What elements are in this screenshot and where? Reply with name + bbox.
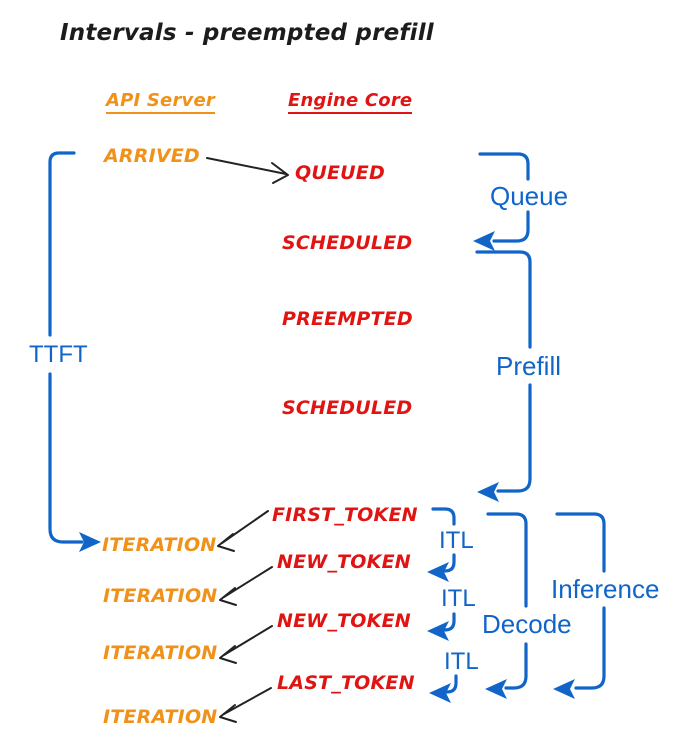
event-iteration-2: ITERATION <box>103 585 218 607</box>
column-header-engine-core: Engine Core <box>288 91 413 114</box>
interval-label-decode: Decode <box>479 610 575 639</box>
event-last-token: LAST_TOKEN <box>277 672 415 694</box>
arrow-first-token-to-iteration <box>217 510 269 552</box>
event-new-token-2: NEW_TOKEN <box>277 610 411 632</box>
itl-bracket-3 <box>429 674 458 703</box>
interval-label-itl-3: ITL <box>441 649 482 674</box>
event-arrived: ARRIVED <box>104 145 200 167</box>
inference-arrowhead-icon <box>553 679 575 699</box>
event-iteration-3: ITERATION <box>103 642 218 664</box>
interval-label-queue: Queue <box>487 182 572 211</box>
arrow-new-token-to-iteration <box>219 566 273 606</box>
interval-label-ttft: TTFT <box>26 342 91 367</box>
interval-label-itl-1: ITL <box>436 528 477 553</box>
event-queued: QUEUED <box>295 162 385 184</box>
queue-arrowhead-icon <box>473 231 495 251</box>
itl-arrowhead-icon <box>427 562 449 582</box>
decode-bracket <box>485 512 528 699</box>
event-first-token: FIRST_TOKEN <box>272 504 418 526</box>
itl-bracket-1 <box>427 507 456 582</box>
event-preempted: PREEMPTED <box>282 308 413 330</box>
arrow-arrived-to-queued <box>206 157 289 184</box>
ttft-bracket <box>48 151 101 552</box>
event-scheduled-2: SCHEDULED <box>282 397 413 419</box>
page-title: Intervals - preempted prefill <box>60 20 434 46</box>
event-new-token-1: NEW_TOKEN <box>277 551 411 573</box>
queue-bracket <box>473 152 530 251</box>
interval-label-inference: Inference <box>548 575 663 604</box>
interval-label-prefill: Prefill <box>493 352 565 381</box>
prefill-bracket <box>475 250 532 502</box>
event-iteration-1: ITERATION <box>102 534 217 556</box>
ttft-arrowhead-icon <box>79 532 101 552</box>
event-iteration-4: ITERATION <box>103 706 218 728</box>
arrow-new-token-to-iteration <box>219 625 273 664</box>
interval-label-itl-2: ITL <box>438 586 479 611</box>
prefill-arrowhead-icon <box>477 482 499 502</box>
inference-bracket <box>553 512 606 699</box>
event-scheduled-1: SCHEDULED <box>282 232 413 254</box>
itl-bracket-2 <box>427 612 456 641</box>
itl-arrowhead-icon <box>427 621 449 641</box>
arrow-last-token-to-iteration <box>219 687 272 723</box>
decode-arrowhead-icon <box>485 679 507 699</box>
itl-arrowhead-icon <box>429 683 451 703</box>
column-header-api-server: API Server <box>106 91 215 114</box>
